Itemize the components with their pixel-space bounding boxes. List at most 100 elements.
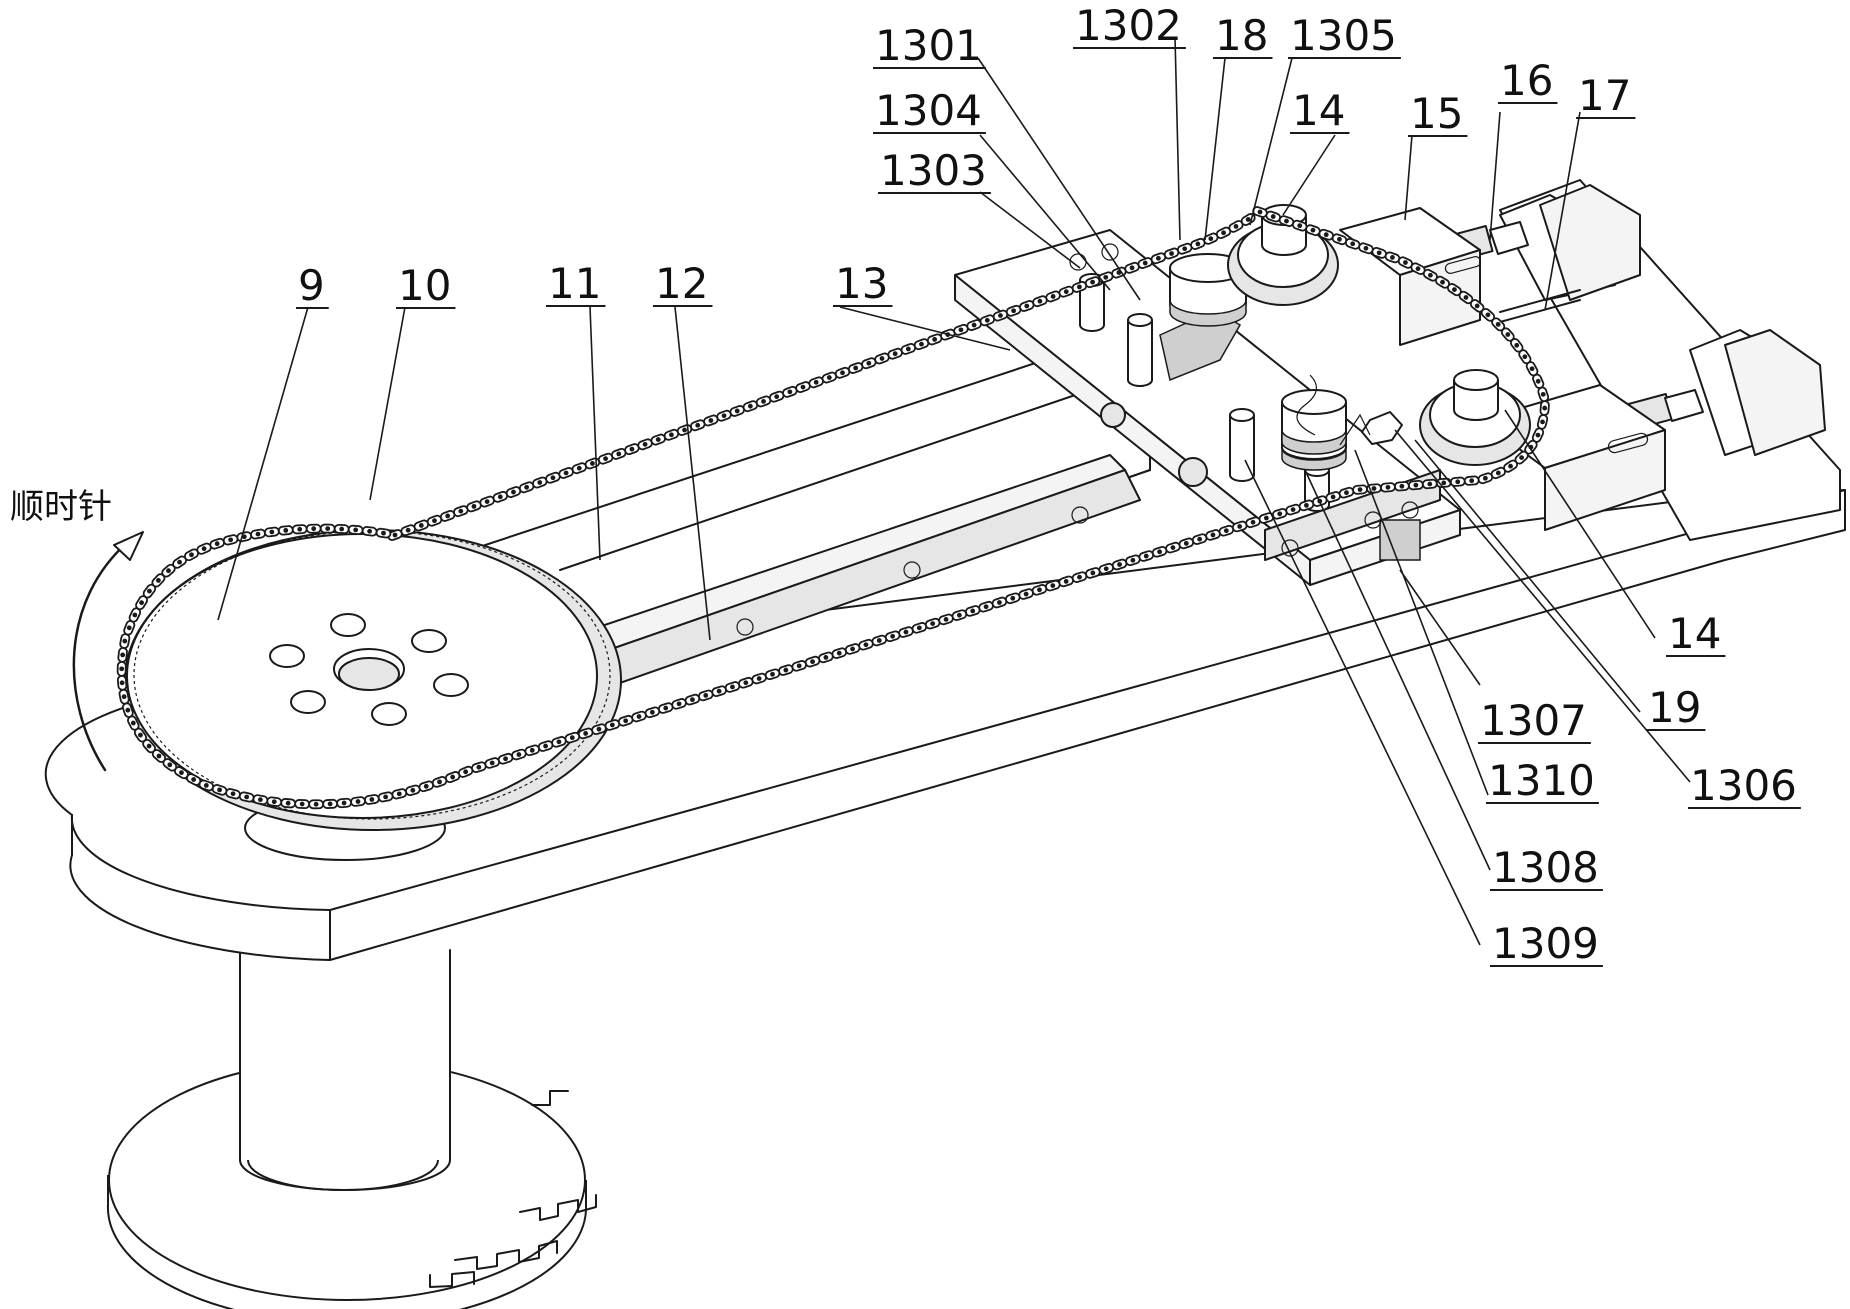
chain-pin — [1051, 294, 1056, 299]
chain-pin — [1221, 230, 1226, 235]
part-label-13: 13 — [835, 259, 888, 308]
chain-pin — [445, 514, 450, 519]
chain-pin — [1211, 533, 1216, 538]
chain-pin — [543, 744, 548, 749]
chain-pin — [1184, 541, 1189, 546]
chain-pin — [410, 788, 415, 793]
part-label-16: 16 — [1500, 56, 1553, 105]
chain-pin — [179, 770, 184, 775]
chain-pin — [850, 647, 855, 652]
chain-pin — [1010, 596, 1015, 601]
chain-pin — [127, 625, 132, 630]
chain-pin — [866, 361, 871, 366]
chain-pin — [132, 613, 137, 618]
chain-pin — [339, 527, 344, 532]
chain-pin — [770, 672, 775, 677]
chain-pin — [695, 423, 700, 428]
chain-pin — [730, 685, 735, 690]
chain-pin — [1455, 479, 1460, 484]
chain-pin — [669, 432, 674, 437]
chain-pin — [917, 625, 922, 630]
chain-pin — [157, 754, 162, 759]
chain-pin — [1358, 487, 1363, 492]
part-label-1303: 1303 — [880, 146, 987, 195]
chain-pin — [120, 680, 125, 685]
chain-pin — [147, 589, 152, 594]
chain-pin — [985, 318, 990, 323]
chain-pin — [537, 480, 542, 485]
chain-pin — [437, 779, 442, 784]
chain-pin — [1064, 289, 1069, 294]
chain-pin — [450, 775, 455, 780]
chain-pin — [959, 327, 964, 332]
chain-pin — [1519, 455, 1524, 460]
chain-pin — [997, 600, 1002, 605]
chain-pin — [119, 666, 124, 671]
chain-pin — [761, 399, 766, 404]
chain-pin — [1024, 304, 1029, 309]
chain-pin — [663, 706, 668, 711]
chain-pin — [597, 727, 602, 732]
chain-pin — [463, 769, 468, 774]
chain-pin — [557, 739, 562, 744]
chain-pin — [406, 528, 411, 533]
chain-pin — [801, 385, 806, 390]
chain-pin — [397, 791, 402, 796]
chain-pin — [930, 621, 935, 626]
chain-pin — [122, 639, 127, 644]
chain-pin — [1483, 476, 1488, 481]
chain-pin — [1277, 511, 1282, 516]
chain-pin — [743, 680, 748, 685]
chain-pin — [524, 485, 529, 490]
chain-pin — [814, 380, 819, 385]
chain-pin — [256, 532, 261, 537]
chain-pin — [342, 801, 347, 806]
chain-pin — [1413, 483, 1418, 488]
chain-pin — [1331, 495, 1336, 500]
part-label-1302: 1302 — [1075, 1, 1182, 50]
chain-pin — [677, 701, 682, 706]
chain-pin — [757, 676, 762, 681]
chain-pin — [1050, 583, 1055, 588]
chain-pin — [1246, 217, 1251, 222]
chain-pin — [1542, 406, 1547, 411]
chain-pin — [1505, 332, 1510, 337]
chain-pin — [717, 689, 722, 694]
chain-pin — [1208, 236, 1213, 241]
chain-pin — [840, 370, 845, 375]
chain-pin — [383, 795, 388, 800]
chain-pin — [1452, 287, 1457, 292]
chain-pin — [1386, 485, 1391, 490]
chain-pin — [120, 652, 125, 657]
direction-label: 顺时针 — [10, 487, 112, 527]
chain-pin — [328, 802, 333, 807]
chain-pin — [551, 475, 556, 480]
chain-pin — [1271, 214, 1276, 219]
chain-pin — [1496, 471, 1501, 476]
chain-pin — [1237, 524, 1242, 529]
chain-pin — [485, 499, 490, 504]
chain-pin — [1297, 223, 1302, 228]
chain-pin — [1090, 280, 1095, 285]
chain-pin — [1103, 275, 1108, 280]
part-label-17: 17 — [1578, 71, 1631, 120]
chain-pin — [774, 394, 779, 399]
chain-pin — [827, 375, 832, 380]
chain-pin — [1284, 219, 1289, 224]
chain-pin — [708, 418, 713, 423]
chain-pin — [1011, 308, 1016, 313]
chain-pin — [837, 651, 842, 656]
chain-pin — [300, 802, 305, 807]
part-label-14: 14 — [1292, 86, 1345, 135]
chain-pin — [957, 613, 962, 618]
chain-pin — [314, 802, 319, 807]
chain-pin — [970, 609, 975, 614]
chain-pin — [890, 634, 895, 639]
chain-pin — [283, 528, 288, 533]
chain-pin — [1311, 228, 1316, 233]
chain-pin — [272, 799, 277, 804]
chain-pin — [823, 655, 828, 660]
chain-pin — [570, 735, 575, 740]
chain-pin — [269, 530, 274, 535]
part-label-10: 10 — [398, 261, 451, 310]
